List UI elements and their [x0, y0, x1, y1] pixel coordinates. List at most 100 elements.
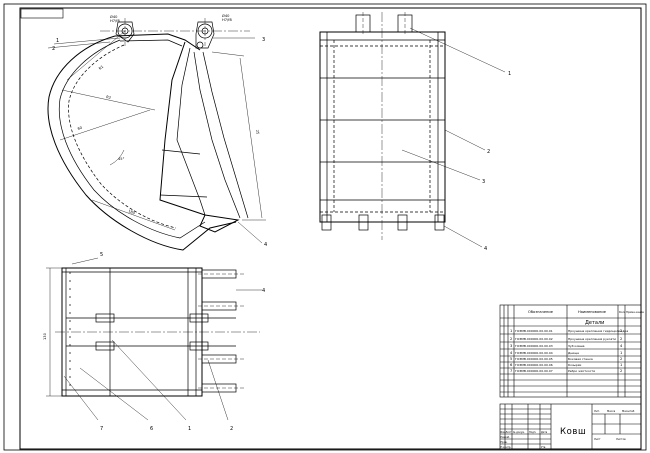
spec-row-5-pos: 5 — [510, 357, 512, 361]
rib-inner — [202, 51, 249, 219]
dim-60: 60 — [77, 126, 83, 131]
bucket-back-wall — [159, 41, 206, 216]
title-block-text: Ковш Изм. Лист № докум. Подп. Дата Разра… — [501, 409, 635, 449]
spec-row-1-qty: 2 — [620, 329, 622, 333]
bucket-top-plate-inner — [119, 39, 183, 47]
spec-row-7-name: Ребро жёсткости — [568, 369, 595, 373]
spec-row-4-designation: ГОЭМВ.000000.00.00.04 — [515, 351, 553, 355]
spec-section-title: Детали — [585, 320, 604, 326]
dim-arc-45 — [109, 149, 125, 166]
leader-1-side — [53, 37, 121, 45]
top-view — [46, 257, 262, 421]
front-tooth-1 — [321, 214, 332, 231]
drawing-title: Ковш — [560, 427, 586, 437]
hole-note-left-1: Ø40 — [110, 14, 118, 19]
leader-3-front — [401, 149, 481, 181]
top-pin-2-head-left — [95, 341, 115, 351]
sheet-inner-frame — [19, 7, 642, 450]
dim-180: 180 — [128, 209, 136, 215]
spec-row-6-pos: 6 — [510, 363, 513, 367]
tb-label-lit: Лит. — [594, 409, 600, 413]
leader-9-top — [207, 359, 229, 421]
front-tooth-2 — [358, 214, 369, 231]
spec-row-4-pos: 4 — [510, 351, 513, 355]
top-view-labels: 5 4 7 6 1 2 130 — [43, 252, 265, 432]
leader-4-front — [443, 225, 483, 248]
spec-table-frame — [499, 304, 642, 398]
dim-45: 45° — [118, 157, 125, 161]
balloon-5-top: 5 — [100, 252, 103, 258]
balloon-4-front: 4 — [484, 246, 487, 252]
spec-row-6-name: Козырёк — [568, 363, 582, 367]
bucket-inner-shell — [58, 39, 206, 239]
leader-2-front — [444, 129, 486, 151]
top-pin-1-head-left — [95, 313, 115, 323]
spec-row-7-pos: 7 — [510, 369, 512, 373]
balloon-1-front: 1 — [508, 71, 511, 77]
top-pin-2-head-right — [189, 341, 209, 351]
lug-right — [195, 21, 215, 49]
leader-4-side — [237, 221, 263, 244]
tb-label-izm: Изм. — [501, 431, 507, 434]
side-view — [47, 18, 266, 251]
dim-25: 25 — [255, 129, 260, 134]
balloon-1-top: 1 — [188, 426, 191, 432]
rib-cross-1 — [161, 149, 201, 155]
spec-row-1-designation: ГОЭМВ.000000.00.00.01 — [515, 329, 553, 333]
spec-row-2-name: Проушина крепления рукояти — [568, 337, 616, 341]
spec-header-name: Наименование — [578, 310, 607, 314]
side-view-labels: 1 2 3 R1 R2 60 45° 180 25 Ø40 H7/f8 Ø40 … — [52, 13, 267, 248]
hole-note-right-1: Ø40 — [222, 13, 230, 18]
title-block — [499, 403, 642, 450]
dim-line-25 — [239, 57, 263, 219]
spec-row-6-qty: 1 — [620, 363, 622, 367]
dim-line-radius-2 — [61, 89, 156, 111]
front-tooth-3 — [397, 214, 408, 231]
title-block-frame — [499, 403, 642, 450]
dim-ext-25-top — [211, 51, 245, 57]
tb-label-approve: Утв. — [541, 446, 546, 449]
balloon-4-top: 4 — [262, 288, 265, 294]
balloon-3-side: 3 — [262, 37, 265, 43]
tb-label-sheets: Листов — [616, 437, 626, 441]
hole-note-left-2: H7/f8 — [110, 19, 120, 23]
spec-table — [499, 304, 642, 398]
balloon-2-side: 2 — [52, 46, 55, 52]
dim-r2: R2 — [106, 95, 112, 100]
dim-line-60 — [59, 109, 151, 141]
leader-8-top — [111, 339, 187, 421]
bucket-shell-dashed — [68, 44, 177, 229]
front-view — [319, 12, 506, 248]
dim-line-radius-1 — [66, 30, 126, 81]
balloon-6-top: 6 — [150, 426, 153, 432]
spec-header-qty: Кол. — [619, 310, 625, 314]
bucket-top-plate — [114, 33, 201, 51]
balloon-7-top: 7 — [100, 426, 103, 432]
tb-label-list: Лист — [506, 431, 513, 434]
balloon-4-side-view: 4 — [264, 242, 267, 248]
spec-row-5-designation: ГОЭМВ.000000.00.00.05 — [515, 357, 553, 361]
spec-row-4-name: Днище — [568, 351, 579, 355]
spec-row-3-designation: ГОЭМВ.000000.00.00.03 — [515, 344, 553, 348]
spec-row-3-qty: 4 — [620, 344, 623, 348]
spec-table-text: Обозначение Наименование Кол. Приме-чани… — [510, 310, 644, 373]
rib — [193, 51, 241, 219]
leader-1-front — [409, 27, 506, 73]
front-tooth-4 — [434, 214, 445, 231]
spec-row-2-pos: 2 — [510, 337, 512, 341]
hole-note-right-2: H7/f8 — [222, 18, 232, 22]
leader-7-top — [63, 375, 99, 421]
spec-row-7-designation: ГОЭМВ.000000.00.00.07 — [515, 369, 553, 373]
tb-label-dev: Разраб. — [501, 436, 511, 439]
spec-header-designation: Обозначение — [528, 310, 554, 314]
spec-row-1-name: Проушина крепления гидроцилиндра — [568, 329, 628, 333]
spec-row-2-designation: ГОЭМВ.000000.00.00.02 — [515, 337, 553, 341]
tb-label-mass: Масса — [607, 409, 616, 413]
dim-line-180 — [91, 199, 176, 231]
tb-label-check: Пров. — [501, 441, 508, 444]
spec-row-6-designation: ГОЭМВ.000000.00.00.06 — [515, 363, 553, 367]
spec-row-4-qty: 1 — [620, 351, 622, 355]
spec-row-2-qty: 2 — [620, 337, 622, 341]
